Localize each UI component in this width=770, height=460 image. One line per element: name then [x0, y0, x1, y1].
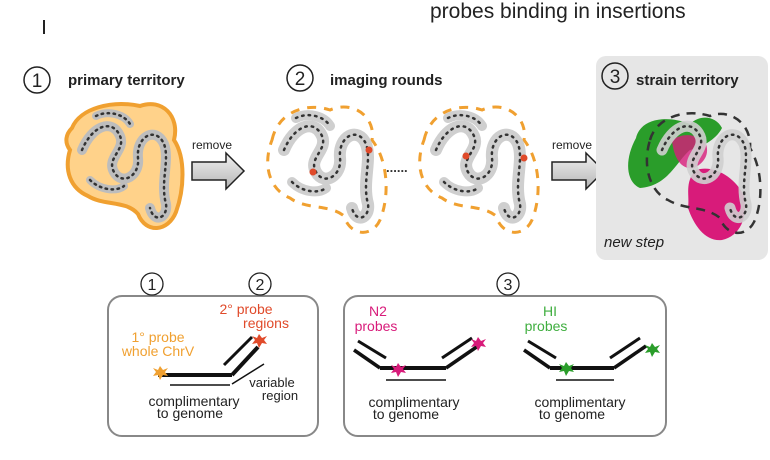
n2-probe-label-line1: N2 [369, 303, 387, 319]
primary-probe-label-line2: whole ChrV [121, 343, 195, 359]
primary-territory-chromosome [77, 109, 172, 223]
step-2-number-circle [286, 64, 314, 92]
step-3-number: 3 [610, 67, 621, 88]
secondary-probe-spot [365, 146, 373, 154]
step-1-group: 1 primary territory [23, 66, 185, 230]
panel-a-secondary-probe-strand [222, 335, 254, 367]
panel-b-number-circle [496, 272, 520, 296]
hi-probe-right-strand [609, 336, 641, 360]
secondary-probe-label-line2: regions [243, 315, 289, 331]
primary-fluorophore-orange [153, 366, 168, 380]
n2-adapter-right-strand [445, 344, 479, 370]
panel-a-number-2: 2 [256, 277, 265, 294]
remove-label-1: remove [192, 138, 232, 152]
imaging-round-a-outline [266, 105, 388, 234]
secondary-probe-spot [309, 168, 317, 176]
remove-arrow-1: remove [191, 138, 246, 191]
n2-probe-right-strand [441, 336, 473, 360]
panel-a-number-1: 1 [148, 277, 157, 294]
header-title: probes binding in insertions [430, 0, 686, 23]
panel-b-number: 3 [504, 277, 513, 294]
panel-a-variable-bracket [231, 363, 265, 385]
n2-complement-label-line2: to genome [373, 406, 439, 422]
n2-fluorophore-right [471, 337, 486, 351]
imaging-round-b [418, 105, 540, 234]
hi-probe-left-strand [527, 339, 557, 360]
hi-adapter-left-strand [523, 348, 551, 370]
n2-complement-label-line1: complimentary [368, 394, 459, 410]
variable-region-label-line1: variable [249, 375, 295, 390]
n2-probe-label-line2: probes [355, 318, 398, 334]
panel-a-complement-label-line1: complimentary [148, 393, 239, 409]
n2-fluorophore-left [391, 363, 406, 377]
remove-arrow-2: remove [551, 138, 606, 191]
remove-label-2: remove [552, 138, 592, 152]
panel-b-border [343, 295, 667, 437]
step-1-number: 1 [32, 71, 43, 92]
hi-adapter-right-strand [613, 344, 647, 370]
n2-territory-magenta [688, 168, 746, 241]
step-3-label: strain territory [636, 72, 739, 89]
n2-probe-left-strand [357, 339, 387, 360]
panel-a-adapter-strand [230, 345, 260, 377]
step-3-group: 3 strain territory new step [596, 56, 768, 260]
step-2-group: 2 imaging rounds ...... [266, 64, 540, 234]
panel-a-number-1-circle [140, 272, 164, 296]
step-3-number-circle [601, 62, 629, 90]
secondary-fluorophore-red [252, 334, 267, 348]
remove-arrow-1-shape [191, 151, 246, 191]
panel-a-number-2-circle [248, 272, 272, 296]
step-1-number-circle [23, 66, 51, 94]
secondary-probe-spot [520, 154, 528, 162]
ellipsis: ...... [386, 160, 408, 175]
n2-adapter-left-strand [353, 348, 381, 370]
secondary-probe-label-line1: 2° probe [219, 301, 272, 317]
new-step-label: new step [604, 234, 664, 251]
step-2-label: imaging rounds [330, 72, 443, 89]
remove-arrow-2-shape [551, 151, 606, 191]
hi-fluorophore-left [559, 362, 574, 376]
hi-probe-label-line1: HI [543, 303, 557, 319]
strain-territory-outline [645, 112, 762, 234]
step-1-label: primary territory [68, 72, 185, 89]
probe-design-panel-b: 3 N2 probes complimentary to genome HI p… [343, 272, 667, 437]
secondary-probe-spot [462, 152, 470, 160]
hi-complement-label-line2: to genome [539, 406, 605, 422]
hi-probe-label-line2: probes [525, 318, 568, 334]
probe-design-panel-a: 1 2 2° probe regions 1° probe whole ChrV… [107, 272, 319, 437]
panel-a-border [107, 295, 319, 437]
panel-a-complement-label-line2: to genome [157, 405, 223, 421]
hi-complement-label-line1: complimentary [534, 394, 625, 410]
hi-fluorophore-right [645, 343, 660, 357]
primary-probe-label-line1: 1° probe [131, 329, 184, 345]
step-2-number: 2 [295, 69, 306, 90]
imaging-round-a [266, 105, 388, 234]
variable-region-label-line2: region [262, 388, 298, 403]
imaging-round-b-outline [418, 105, 540, 234]
